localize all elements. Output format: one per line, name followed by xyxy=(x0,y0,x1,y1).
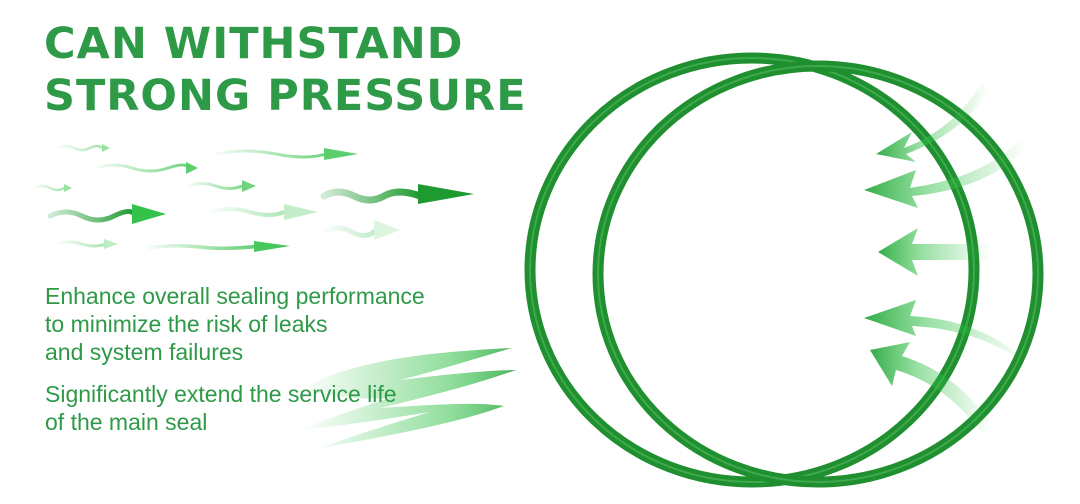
benefit-text: Enhance overall sealing performance to m… xyxy=(45,282,515,366)
pressure-arrow-icon xyxy=(870,342,990,434)
seal-rings-illustration xyxy=(524,52,1044,488)
seal-ring-icon xyxy=(524,52,980,488)
headline-line-2: STRONG PRESSURE xyxy=(44,71,527,121)
brush-stroke-decoration xyxy=(300,348,516,448)
wavy-arrow-icon xyxy=(320,184,474,204)
wavy-arrow-icon xyxy=(187,180,256,192)
headline: CAN WITHSTAND STRONG PRESSURE xyxy=(44,18,527,122)
pressure-arrow-icon xyxy=(876,82,988,162)
wavy-arrow-icon xyxy=(322,220,400,240)
wavy-arrow-icon xyxy=(57,144,110,152)
benefit-text: Significantly extend the service life of… xyxy=(45,380,515,436)
benefits-list: Enhance overall sealing performance to m… xyxy=(45,282,515,450)
benefit-line: Enhance overall sealing performance xyxy=(45,283,425,309)
headline-line-1: CAN WITHSTAND xyxy=(44,19,464,69)
wavy-arrows-decoration xyxy=(33,144,474,252)
seal-ring-icon xyxy=(592,60,1044,488)
benefit-line: Significantly extend the service life xyxy=(45,381,397,407)
wavy-arrow-icon xyxy=(95,162,198,174)
benefit-line: and system failures xyxy=(45,339,244,365)
benefit-line: to minimize the risk of leaks xyxy=(45,311,328,337)
benefit-line: of the main seal xyxy=(45,409,208,435)
wavy-arrow-icon xyxy=(209,204,318,220)
pressure-arrow-icon xyxy=(864,300,1026,364)
wavy-arrow-icon xyxy=(147,241,290,252)
wavy-arrow-icon xyxy=(215,148,358,160)
wavy-arrow-icon xyxy=(33,184,72,192)
pressure-arrow-icon xyxy=(878,228,990,276)
pressure-arrow-icon xyxy=(864,140,1026,208)
wavy-arrow-icon xyxy=(47,204,166,224)
wavy-arrow-icon xyxy=(57,239,118,249)
